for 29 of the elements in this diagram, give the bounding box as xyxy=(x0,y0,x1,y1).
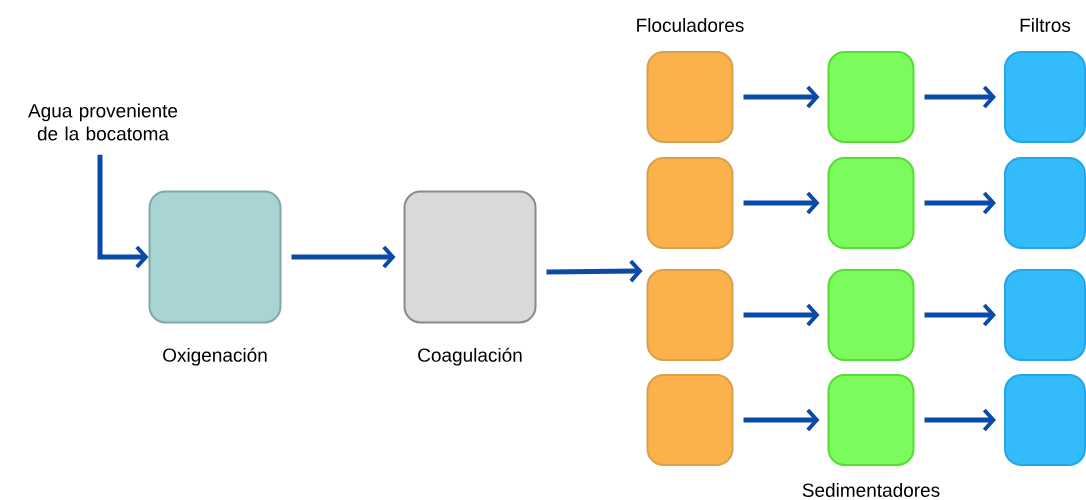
process-box xyxy=(827,374,915,466)
process-box xyxy=(646,157,734,249)
process-box xyxy=(827,269,915,361)
arrow xyxy=(924,191,996,215)
process-box xyxy=(1004,51,1086,143)
process-box xyxy=(1004,157,1086,249)
process-box xyxy=(1004,269,1086,361)
arrow xyxy=(546,259,643,283)
arrow xyxy=(97,154,149,269)
column-heading: Sedimentadores xyxy=(802,483,940,497)
process-box xyxy=(646,374,734,466)
arrow xyxy=(291,245,396,269)
column-heading: Floculadores xyxy=(637,18,744,32)
arrow xyxy=(924,303,996,327)
process-box xyxy=(646,51,734,143)
arrow xyxy=(743,303,820,327)
box-caption: Oxigenación xyxy=(163,347,267,366)
process-box xyxy=(827,157,915,249)
column-heading: Filtros xyxy=(1020,18,1071,32)
box-caption: Coagulación xyxy=(418,347,522,366)
arrow xyxy=(743,85,820,109)
arrow xyxy=(743,191,820,215)
arrow xyxy=(924,408,996,432)
process-box xyxy=(646,269,734,361)
arrow xyxy=(924,85,996,109)
arrow xyxy=(743,408,820,432)
process-box xyxy=(827,51,915,143)
source-label: Agua proveniente de la bocatoma xyxy=(28,103,178,141)
process-box xyxy=(1004,374,1086,466)
